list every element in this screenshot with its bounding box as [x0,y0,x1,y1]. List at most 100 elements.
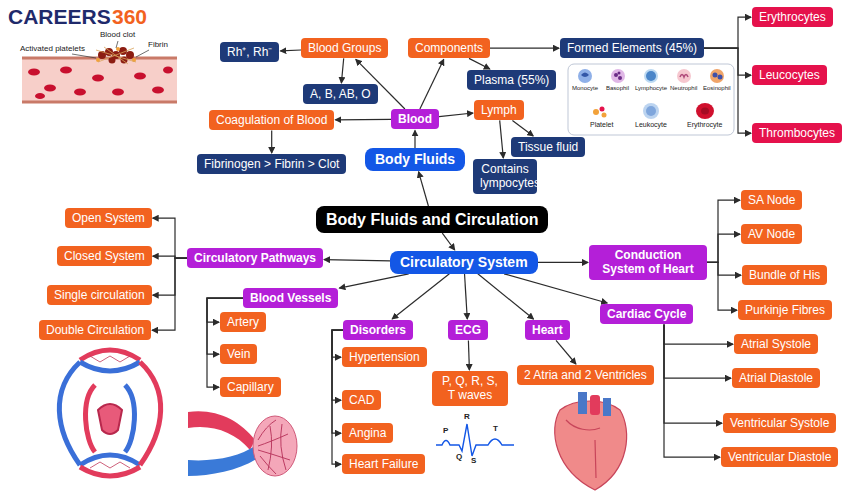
connector-arrow [664,324,733,344]
topic-box: Blood Groups [301,38,388,58]
topic-box: Ventricular Diastole [721,447,838,467]
node-text: Tissue fluid [518,140,578,154]
node-text: 2 Atria and 2 Ventricles [524,368,647,382]
node-text: Lymph [481,103,517,117]
topic-box: Bundle of His [742,265,827,285]
detail-box: Formed Elements (45%) [560,38,704,58]
connector-arrow [341,58,343,83]
category-box: Conduction System of Heart [589,245,707,280]
wave-label: P [443,427,448,436]
wave-label: T [493,425,498,434]
detail-box: Fibrinogen > Fibrin > Clot [197,154,346,174]
connector-arrow [439,113,473,117]
node-text: Bundle of His [749,268,820,282]
node-text: Ventricular Systole [730,416,829,430]
connector-arrow [468,340,469,370]
cell-label: Eosinophil [703,85,731,92]
connector-arrow [392,274,449,319]
topic-box: Vein [220,344,257,364]
node-text: ECG [455,323,481,337]
node-text: Body Fluids and Circulation [326,210,538,229]
node-text: Blood Groups [308,41,381,55]
wave-label: R [464,413,470,422]
cell-label: Monocyte [572,85,598,92]
cell-label: Leukocyte [635,121,667,129]
node-text: Thrombocytes [759,126,835,140]
topic-box: Hypertension [342,347,427,367]
node-text: Coagulation of Blood [216,113,327,127]
detail-box: A, B, AB, O [303,84,378,104]
detail-box: Rh⁺, Rh⁻ [220,42,279,62]
topic-box: 2 Atria and 2 Ventricles [517,365,654,385]
connector-arrow [707,200,740,262]
topic-box: Artery [220,312,266,332]
connector-arrow [324,260,390,261]
node-text: Rh⁺, Rh⁻ [227,45,272,59]
connector-arrow [664,324,720,457]
node-text: Atrial Systole [741,337,811,351]
detail-box: Contains lympocytes [473,159,537,194]
node-text: Ventricular Diastole [728,450,831,464]
callout-label: Fibrin [148,41,168,50]
topic-box: Closed System [57,246,152,266]
connector-arrow [414,130,415,148]
node-text: Leucocytes [759,68,820,82]
connector-arrow [704,48,751,75]
detail-box: Plasma (55%) [467,70,556,90]
node-text: Single circulation [54,288,145,302]
connector-arrow [419,172,429,206]
node-text: Heart Failure [349,457,418,471]
heart-figure [555,392,627,490]
node-text: Conduction System of Heart [596,248,700,277]
node-text: Formed Elements (45%) [567,41,697,55]
node-text: Contains lympocytes [480,162,530,191]
connector-arrow [707,262,741,275]
connector-arrow [556,340,576,364]
node-text: Cardiac Cycle [607,307,686,321]
connector-arrow [152,258,187,330]
connector-arrow [442,233,454,250]
topic-box: P, Q, R, S, T waves [432,371,508,406]
topic-box: Double Circulation [39,320,151,340]
connector-arrow [500,120,504,158]
double-circulation-figure [59,350,160,476]
node-text: Artery [227,315,259,329]
title-box: Body Fluids and Circulation [316,206,548,233]
topic-box: Angina [342,423,393,443]
connector-arrow [704,48,751,133]
node-text: Blood Vessels [250,291,331,305]
cell-label: Platelet [590,121,613,129]
node-text: Atrial Diastole [739,371,813,385]
category-box: Cardiac Cycle [600,304,693,324]
node-text: Fibrinogen > Fibrin > Clot [204,157,339,171]
node-text: Purkinje Fibres [745,303,825,317]
cell-type-box: Leucocytes [752,65,827,85]
topic-box: Components [408,38,490,58]
topic-box: AV Node [741,224,802,244]
topic-box: Capillary [220,377,281,397]
node-text: Disorders [350,323,406,337]
cell-label: Neutrophil [670,85,697,92]
connector-arrow [664,324,731,378]
topic-box: CAD [342,390,381,410]
wave-label: S [471,457,476,466]
connector-arrow [490,48,559,49]
connector-arrow [512,120,533,136]
node-text: Angina [349,426,386,440]
connector-arrow [335,119,391,121]
topic-box: Coagulation of Blood [209,110,334,130]
connector-arrow [465,274,468,319]
cell-label: Basophil [606,85,629,92]
connector-arrow [332,330,343,400]
callout-label: Blood clot [100,31,135,40]
connector-arrow [707,234,740,262]
topic-box: Ventricular Systole [723,413,836,433]
wave-label: Q [456,453,462,462]
node-text: A, B, AB, O [310,87,371,101]
connector-arrow [707,262,737,310]
cell-label: Lymphocyte [635,85,667,92]
cell-type-box: Thrombocytes [752,123,842,143]
node-text: CAD [349,393,374,407]
topic-box: Open System [65,208,152,228]
